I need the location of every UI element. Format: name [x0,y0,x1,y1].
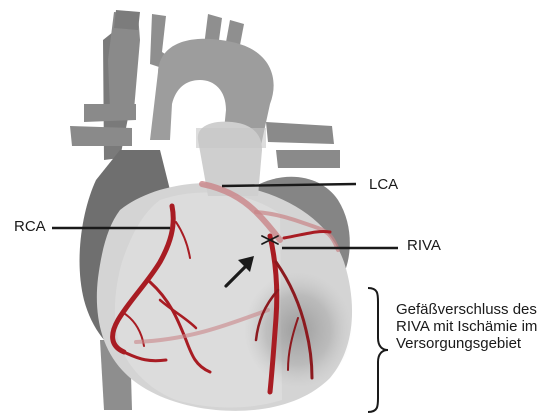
ischemia-description-line: RIVA mit Ischämie im [396,318,558,335]
ischemia-description-line: Gefäßverschluss des [396,301,558,318]
riva-label: RIVA [407,237,441,254]
lca-label: LCA [369,176,398,193]
ischemia-area [244,272,352,388]
ischemia-description: Gefäßverschluss des RIVA mit Ischämie im… [396,301,558,352]
right-curly-brace-icon [368,288,388,412]
rca-label: RCA [14,218,46,235]
ischemia-description-line: Versorgungsgebiet [396,335,558,352]
